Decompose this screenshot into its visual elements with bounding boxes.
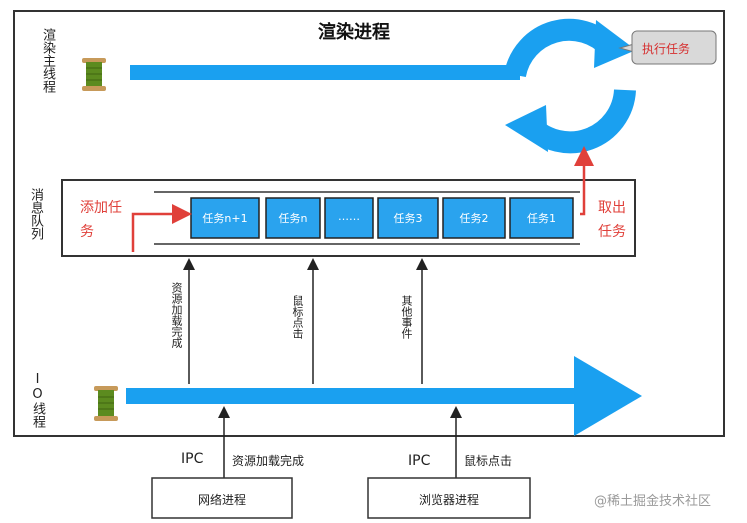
browser-process-box [367, 477, 531, 519]
add-task-arrow [131, 204, 192, 252]
render-process-frame [13, 10, 725, 437]
render-thread-spool-icon [82, 58, 106, 91]
event-label-click: 鼠标点击 [291, 295, 304, 339]
io-thread-arrow-head [574, 356, 642, 436]
ipc-right-desc: 鼠标点击 [464, 454, 513, 468]
take-task-label: 取出任务 [598, 200, 626, 240]
queue-label: 消息队列 [28, 188, 43, 240]
task-box [377, 197, 439, 239]
browser-process-label: 浏览器进程 [418, 493, 479, 507]
ipc-left-label: IPC [181, 451, 204, 467]
task-label: 任务n [278, 212, 308, 225]
network-process-box [151, 477, 293, 519]
event-label-resource: 资源加载完成 [170, 282, 183, 348]
render-thread-label: 渲染主线程 [40, 28, 55, 93]
page-title: 渲染进程 [318, 22, 390, 43]
network-process-label: 网络进程 [197, 493, 246, 507]
watermark: @稀土掘金技术社区 [594, 494, 712, 509]
io-thread-spool-icon [94, 386, 118, 421]
task-label: 任务n+1 [202, 212, 248, 225]
task-label: 任务1 [527, 212, 556, 225]
loop-arrow-head-bottom [505, 105, 548, 152]
task-box [190, 197, 260, 239]
render-thread-bar [130, 65, 520, 80]
task-box [509, 197, 574, 239]
loop-arrow-head-top [594, 20, 636, 68]
ipc-left-desc: 资源加载完成 [232, 454, 305, 468]
task-box [265, 197, 321, 239]
task-label: …… [338, 210, 360, 223]
task-boxes [190, 197, 574, 239]
task-label: 任务3 [393, 212, 423, 225]
event-label-other: 其他事件 [400, 295, 413, 339]
add-task-label: 添加任务 [80, 200, 122, 240]
task-box [324, 197, 374, 239]
execute-task-bubble [618, 30, 717, 65]
task-box [442, 197, 506, 239]
take-task-arrow [574, 146, 594, 216]
task-label: 任务2 [459, 212, 489, 225]
message-queue-frame [61, 179, 636, 257]
execute-task-label: 执行任务 [642, 42, 691, 56]
io-thread-label: IO线程 [30, 372, 45, 428]
ipc-right-label: IPC [408, 453, 431, 469]
io-thread-bar [126, 388, 588, 404]
